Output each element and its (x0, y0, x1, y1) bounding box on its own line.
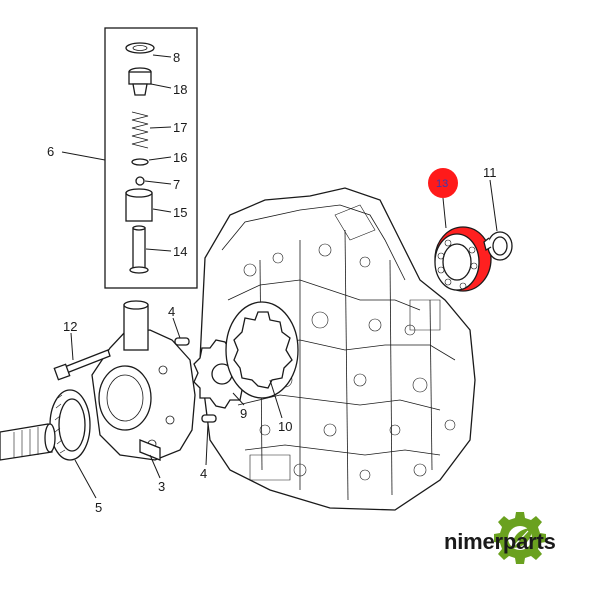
callout-8: 8 (173, 50, 180, 65)
callout-12: 12 (63, 319, 77, 334)
part-3-pump-housing (91, 300, 196, 461)
callout-7: 7 (173, 177, 180, 192)
part-18-plug (128, 67, 152, 96)
callout-15: 15 (173, 205, 187, 220)
part-13-ball-bearing (434, 226, 492, 292)
part-12-bolt (53, 349, 111, 381)
part-15-sleeve (125, 188, 153, 222)
callout-3: 3 (158, 479, 165, 494)
part-4-dowel-upper (174, 337, 190, 346)
callout-13: 13 (436, 178, 448, 190)
callout-11: 11 (483, 165, 497, 180)
callout-4-lower: 4 (200, 466, 207, 481)
part-16-washer (131, 158, 149, 166)
callout-18: 18 (173, 82, 187, 97)
leader-lines (61, 54, 498, 499)
highlight-marker-13 (428, 168, 458, 198)
callout-6: 6 (47, 144, 54, 159)
callout-labels: 8 18 17 16 7 15 14 6 12 4 4 3 5 9 10 11 … (47, 50, 497, 515)
input-shaft (0, 423, 56, 461)
part-5-bearing-ring (49, 389, 91, 461)
part-7-ball (135, 176, 145, 186)
part-14-pin (129, 225, 149, 274)
part-11-snap-ring (483, 231, 513, 261)
part-10-outer-gear (225, 301, 299, 399)
callout-14: 14 (173, 244, 187, 259)
part-17-spring (131, 111, 149, 149)
brand-wordmark: nimerparts (444, 529, 556, 554)
callout-10: 10 (278, 419, 292, 434)
part-4-dowel-lower (201, 414, 217, 423)
callout-16: 16 (173, 150, 187, 165)
gear-leaf-icon (494, 512, 546, 564)
callout-17: 17 (173, 120, 187, 135)
callout-4-upper: 4 (168, 304, 175, 319)
callout-5: 5 (95, 500, 102, 515)
part-8-seal (125, 42, 155, 54)
transmission-housing (199, 187, 476, 511)
callout-9: 9 (240, 406, 247, 421)
